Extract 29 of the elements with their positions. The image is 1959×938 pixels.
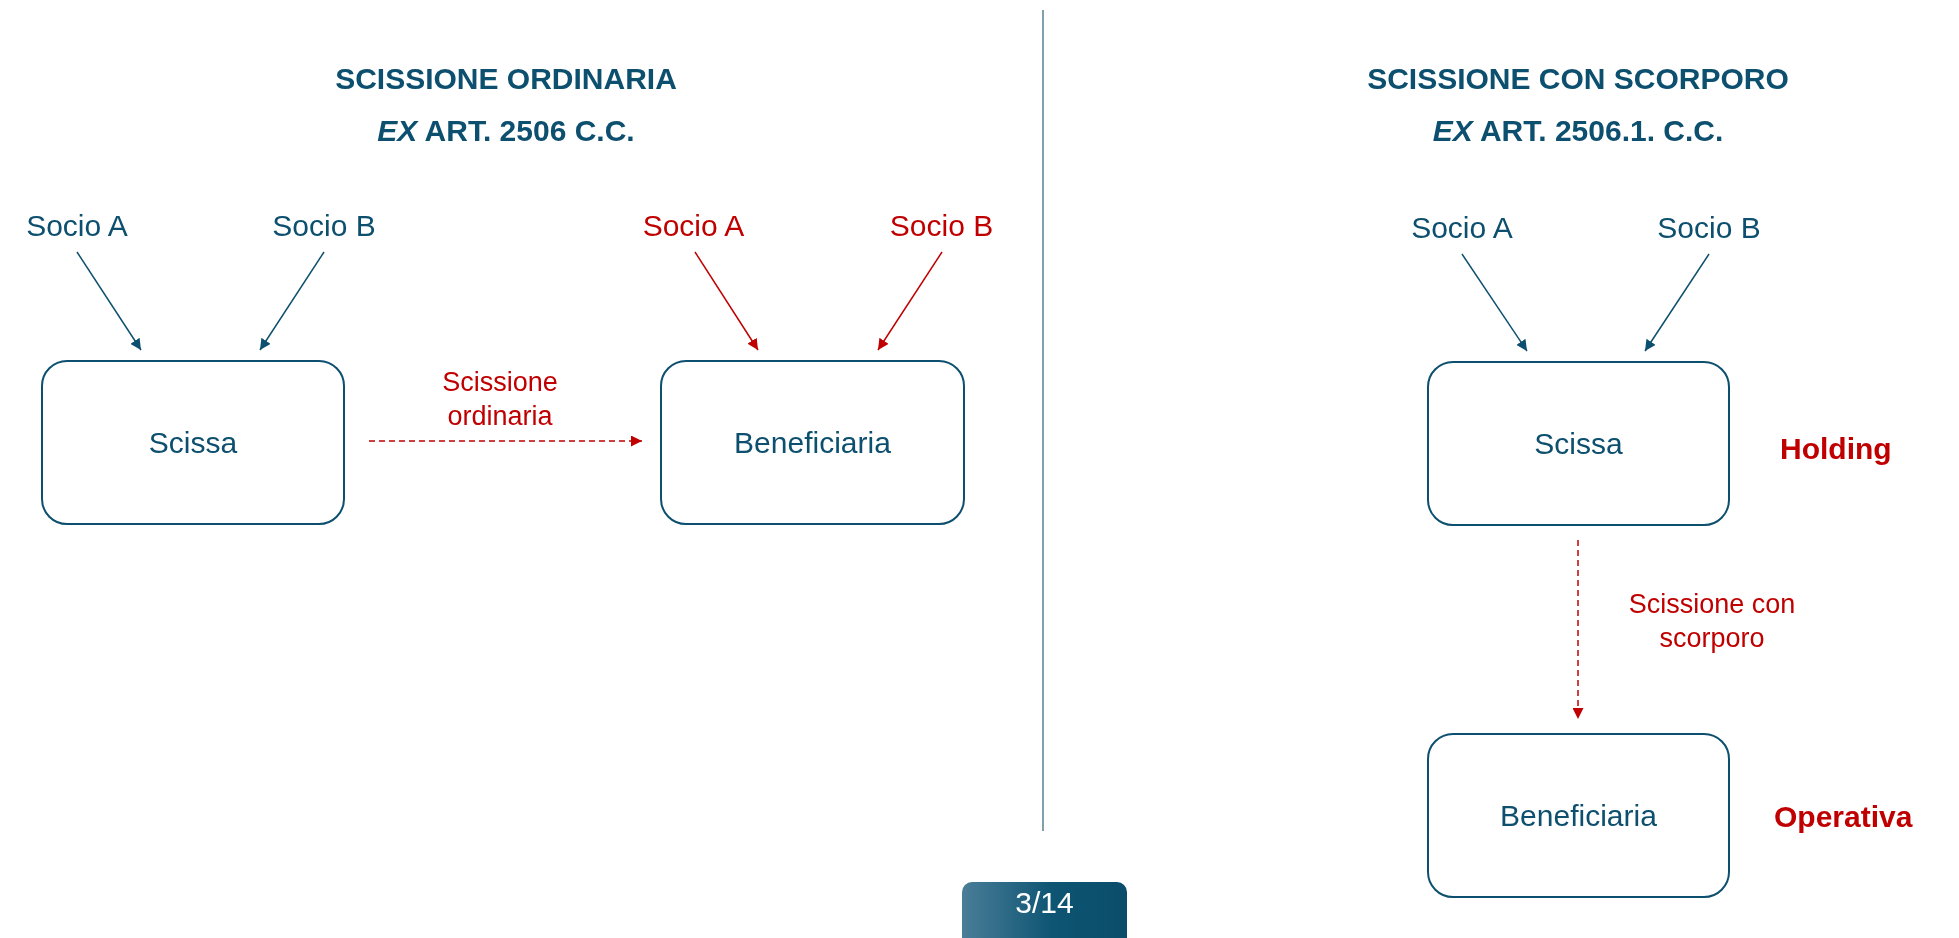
role-label: Operativa bbox=[1774, 800, 1913, 834]
shareholder-label: Socio B bbox=[1647, 202, 1771, 254]
arrow bbox=[259, 251, 325, 351]
arrow bbox=[694, 251, 759, 351]
shareholder-label: Socio A bbox=[630, 200, 757, 252]
section-heading: SCISSIONE ORDINARIA bbox=[335, 62, 677, 96]
company-box bbox=[41, 360, 345, 525]
shareholder-label: Socio A bbox=[15, 200, 139, 252]
arrow bbox=[1644, 253, 1710, 352]
shareholder-label: Socio B bbox=[878, 200, 1005, 252]
arrow bbox=[1572, 539, 1584, 720]
arrow bbox=[877, 251, 943, 351]
shareholder-label: Socio B bbox=[262, 200, 386, 252]
company-box bbox=[1427, 361, 1730, 526]
company-name: Beneficiaria bbox=[1500, 798, 1657, 833]
arrow bbox=[368, 435, 643, 447]
role-label: Holding bbox=[1780, 432, 1892, 466]
shareholder-label: Socio A bbox=[1400, 202, 1524, 254]
company-name: Scissa bbox=[1534, 426, 1623, 461]
company-box bbox=[660, 360, 965, 525]
section-heading: EX ART. 2506.1. C.C. bbox=[1432, 114, 1724, 148]
page-number: 3/14 bbox=[962, 882, 1127, 938]
section-heading: SCISSIONE CON SCORPORO bbox=[1367, 62, 1789, 96]
arrow bbox=[76, 251, 142, 351]
section-heading: EX ART. 2506 C.C. bbox=[377, 114, 635, 148]
company-name: Beneficiaria bbox=[734, 425, 891, 460]
company-name: Scissa bbox=[148, 425, 238, 460]
arrow bbox=[1461, 253, 1528, 352]
company-box bbox=[1427, 733, 1730, 898]
